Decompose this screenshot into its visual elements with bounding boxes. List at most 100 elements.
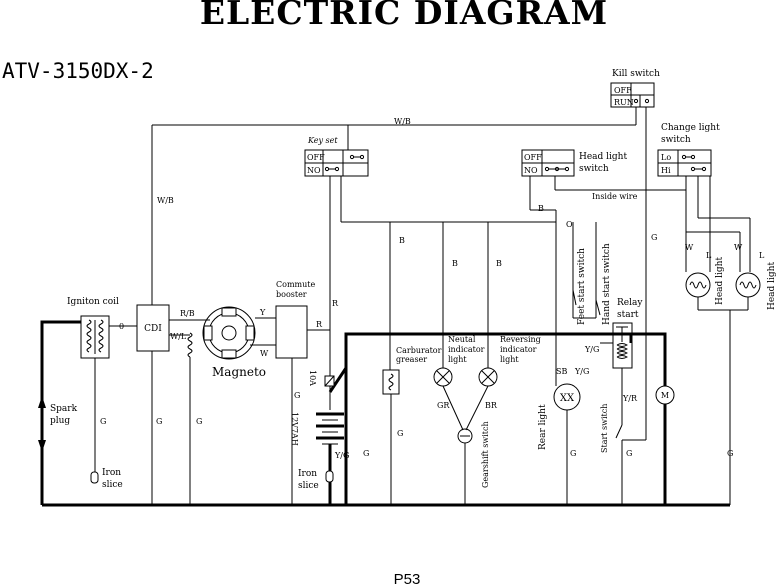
wire-label-wb-left: W/B	[157, 196, 174, 205]
reversing-light-label-2: indicator	[500, 345, 537, 354]
wire-label-y: Y	[259, 308, 266, 317]
wire-label-b-neutral: B	[452, 259, 458, 268]
change-light-lo: Lo	[661, 153, 671, 162]
wire-label-yg-relay: Y/G	[584, 345, 599, 354]
wire-label-g-rear: G	[570, 449, 576, 458]
wire-label-rb: R/B	[180, 309, 195, 318]
start-switch-label: Start switch	[600, 404, 609, 453]
change-light-switch-label-2: switch	[661, 135, 691, 145]
rear-light: XX	[553, 383, 581, 411]
gearshift-switch	[457, 428, 473, 444]
key-set-label: Key set	[307, 136, 338, 145]
svg-text:XX: XX	[560, 393, 575, 404]
head-light-switch-off: OFF	[524, 153, 542, 162]
diagram-title: ELECTRIC DIAGRAM	[200, 0, 608, 32]
wire-label-r-booster: R	[316, 320, 323, 329]
wire-label-g-cdi: G	[156, 417, 162, 426]
start-switch	[615, 424, 623, 439]
wire-label-w-magneto: W	[260, 349, 269, 358]
feet-start-switch	[572, 289, 577, 306]
iron-slice-left-label-1: Iron	[102, 468, 121, 478]
kill-switch-label: Kill switch	[612, 69, 660, 79]
hand-start-switch	[595, 299, 601, 316]
commute-booster-label-1: Commute	[276, 280, 315, 289]
fuse	[324, 375, 335, 387]
feet-start-switch-label: Feet start switch	[577, 248, 587, 325]
magneto-label: Magneto	[212, 365, 266, 379]
wire-label-sb: SB	[556, 367, 567, 376]
iron-slice-right	[325, 470, 334, 483]
cdi-label: CDI	[144, 324, 162, 334]
neutral-light-label-1: Neutal	[448, 335, 476, 344]
wire-label-g-center: G	[363, 449, 369, 458]
carburator-label-2: greaser	[396, 355, 427, 364]
wire-label-l-hl2: L	[759, 251, 765, 260]
change-light-switch-label-1: Change light	[661, 123, 720, 133]
iron-slice-right-label-1: Iron	[298, 469, 317, 479]
commute-booster	[275, 305, 308, 359]
wire-label-l-hl1: L	[706, 251, 712, 260]
gearshift-switch-label: Gearshift switch	[481, 421, 490, 488]
wire-label-yg-battery: Y/G	[334, 451, 349, 460]
relay-start-label-1: Relay	[617, 298, 643, 308]
battery-label: 12V7AH	[290, 412, 299, 446]
hand-start-switch-label: Hand start switch	[602, 243, 612, 325]
wire-label-b-carb: B	[399, 236, 405, 245]
model-number: ATV-3150DX-2	[2, 59, 154, 83]
cdi-unit	[136, 304, 170, 352]
wire-label-b-reverse: B	[496, 259, 502, 268]
reversing-light-label-3: light	[500, 355, 519, 364]
relay-start	[612, 322, 633, 369]
key-set-off: OFF	[307, 153, 325, 162]
head-light-left	[685, 272, 711, 298]
wire-label-gr: GR	[437, 401, 450, 410]
spark-plug-label-1: Spark	[50, 404, 78, 414]
wire-label-g-headlights: G	[727, 449, 733, 458]
wire-label-yg-rear: Y/G	[574, 367, 589, 376]
ignition-coil	[80, 315, 110, 359]
wire-label-yr: Y/R	[622, 394, 638, 403]
change-light-hi: Hi	[661, 166, 671, 175]
spark-plug-label-2: plug	[50, 416, 70, 426]
wire-label-g-pickup: G	[196, 417, 202, 426]
battery	[316, 412, 344, 445]
wire-label-w-hl1: W	[685, 243, 694, 252]
reversing-light-label-1: Reversing	[500, 335, 541, 344]
iron-slice-left-label-2: slice	[102, 480, 123, 490]
reversing-indicator-light	[478, 367, 498, 387]
wire-label-g-carb: G	[397, 429, 403, 438]
iron-slice-right-label-2: slice	[298, 481, 319, 491]
neutral-indicator-light	[433, 367, 453, 387]
head-light-switch-on: NO	[524, 166, 538, 175]
head-light-right-label: Head light	[767, 262, 776, 310]
key-set-switch	[304, 149, 369, 177]
commute-booster-label-2: booster	[276, 290, 307, 299]
main-power-bus	[344, 332, 667, 505]
wire-label-b-hls: B	[538, 204, 544, 213]
page-number: P53	[394, 571, 421, 587]
change-light-switch	[657, 149, 712, 177]
kill-switch	[610, 82, 655, 108]
carburator-label-1: Carburator	[396, 346, 442, 355]
head-light-left-label: Head light	[715, 257, 725, 305]
head-light-switch-label-1: Head light	[579, 152, 627, 162]
wire-label-o: O	[566, 220, 573, 229]
relay-start-label-2: start	[617, 310, 639, 320]
kill-switch-run: RUN	[614, 98, 634, 107]
magneto	[202, 306, 256, 360]
starter-motor: M	[655, 385, 675, 405]
kill-switch-off: OFF	[614, 86, 632, 95]
inside-wire-label: Inside wire	[592, 192, 638, 201]
head-light-switch-label-2: switch	[579, 164, 609, 174]
carburator-greaser	[382, 369, 400, 395]
svg-text:M: M	[661, 391, 669, 400]
pickup-coil	[187, 332, 193, 358]
wire-label-zero: 0	[119, 322, 124, 331]
rear-light-label: Rear light	[538, 404, 548, 450]
neutral-light-label-2: indicator	[448, 345, 485, 354]
wire-label-g-booster: G	[294, 391, 300, 400]
fuse-label: 10A	[308, 370, 317, 386]
wire-label-br: BR	[485, 401, 498, 410]
head-light-right	[735, 272, 761, 298]
